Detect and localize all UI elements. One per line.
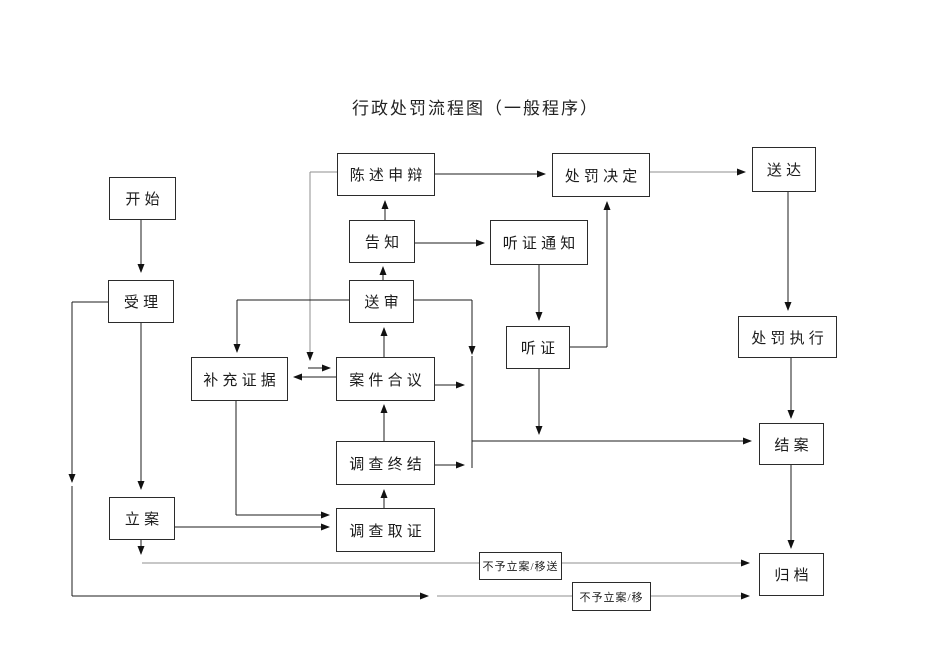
node-accept-case: 受理 [108, 280, 174, 323]
node-investigation-evidence: 调查取证 [336, 508, 435, 552]
node-start: 开始 [109, 177, 176, 220]
node-case-discussion: 案件合议 [336, 357, 435, 401]
node-submit-review: 送审 [349, 280, 414, 323]
node-hearing-notice: 听证通知 [490, 220, 588, 265]
node-archive: 归档 [759, 553, 824, 596]
node-notify: 告知 [349, 220, 415, 263]
node-supplement-evidence: 补充证据 [191, 357, 288, 401]
node-statement-defense: 陈述申辩 [337, 153, 435, 196]
node-investigation-end: 调查终结 [336, 441, 435, 485]
node-file-case: 立案 [109, 497, 175, 540]
node-close-case: 结案 [759, 423, 824, 465]
node-hearing: 听证 [506, 326, 570, 369]
node-penalty-execution: 处罚执行 [738, 316, 837, 358]
page-title: 行政处罚流程图（一般程序） [352, 99, 599, 118]
edge-label-no-case-transfer: 不予立案/移送 [479, 552, 562, 580]
node-penalty-decision: 处罚决定 [552, 153, 650, 197]
node-delivery: 送达 [752, 147, 816, 192]
edge-label-no-case-transfer-truncated: 不予立案/移 [572, 582, 651, 611]
